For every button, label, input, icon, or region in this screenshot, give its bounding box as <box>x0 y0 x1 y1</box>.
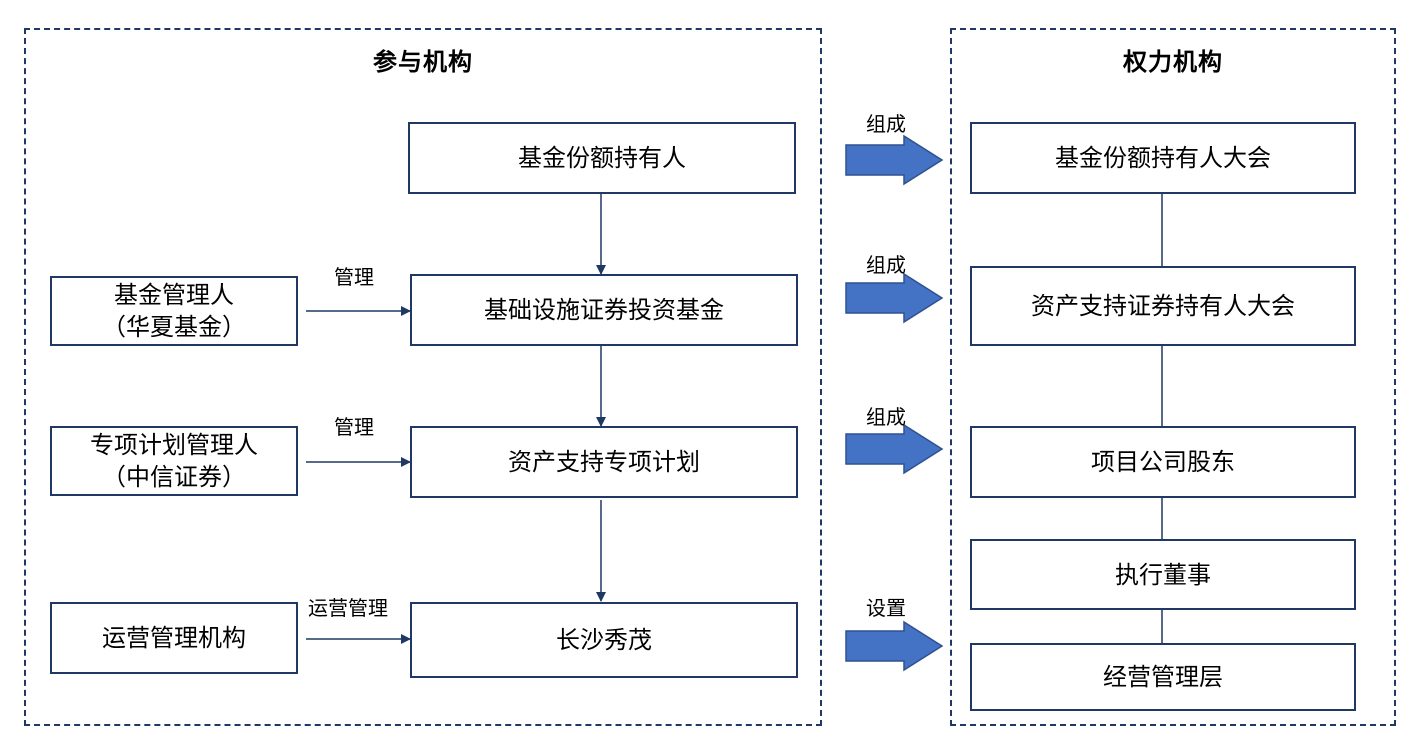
authority-title: 权力机构 <box>1123 48 1223 76</box>
block-arrow-compose-2 <box>845 272 944 324</box>
participants-title: 参与机构 <box>373 48 473 76</box>
box-project: 长沙秀茂 <box>410 602 798 678</box>
box-fund-manager: 基金管理人 （华夏基金） <box>50 276 298 346</box>
block-arrow-compose-3 <box>845 423 944 475</box>
box-fund-holders: 基金份额持有人 <box>408 122 796 194</box>
box-exec-director: 执行董事 <box>970 539 1356 610</box>
label-ops-manage: 运营管理 <box>308 596 388 620</box>
box-plan-manager-line2: （中信证券） <box>102 463 246 491</box>
label-compose-3: 组成 <box>866 405 906 429</box>
box-exec-director-label: 执行董事 <box>1115 560 1211 589</box>
block-arrow-setup <box>845 620 944 672</box>
label-compose-2: 组成 <box>866 253 906 277</box>
box-abs-plan-label: 资产支持专项计划 <box>508 448 700 476</box>
box-abs-meeting-label: 资产支持证券持有人大会 <box>1031 292 1295 320</box>
authority-panel: 权力机构 <box>950 28 1396 726</box>
box-abs-plan: 资产支持专项计划 <box>410 426 798 498</box>
label-setup: 设置 <box>866 596 906 620</box>
box-operator: 运营管理机构 <box>50 602 298 674</box>
box-project-label: 长沙秀茂 <box>556 626 652 654</box>
box-fund-manager-line2: （华夏基金） <box>102 313 246 341</box>
box-management-label: 经营管理层 <box>1103 663 1223 691</box>
box-plan-manager-line1: 专项计划管理人 <box>90 431 258 459</box>
participants-panel: 参与机构 <box>24 28 822 726</box>
label-manage-1: 管理 <box>334 265 374 289</box>
box-shareholders-label: 项目公司股东 <box>1091 448 1235 476</box>
box-shareholders: 项目公司股东 <box>970 426 1356 498</box>
box-plan-manager: 专项计划管理人 （中信证券） <box>50 426 298 496</box>
block-arrow-compose-1 <box>845 134 944 186</box>
box-infra-fund-label: 基础设施证券投资基金 <box>484 296 724 324</box>
box-infra-fund: 基础设施证券投资基金 <box>410 274 798 346</box>
box-abs-meeting: 资产支持证券持有人大会 <box>970 266 1356 346</box>
label-compose-1: 组成 <box>866 112 906 136</box>
box-fund-holders-label: 基金份额持有人 <box>518 144 686 172</box>
label-manage-2: 管理 <box>334 415 374 439</box>
box-management: 经营管理层 <box>970 643 1356 711</box>
box-fund-manager-line1: 基金管理人 <box>114 281 234 309</box>
box-operator-label: 运营管理机构 <box>102 624 246 652</box>
box-holders-meeting-label: 基金份额持有人大会 <box>1055 144 1271 172</box>
box-holders-meeting: 基金份额持有人大会 <box>970 122 1356 194</box>
